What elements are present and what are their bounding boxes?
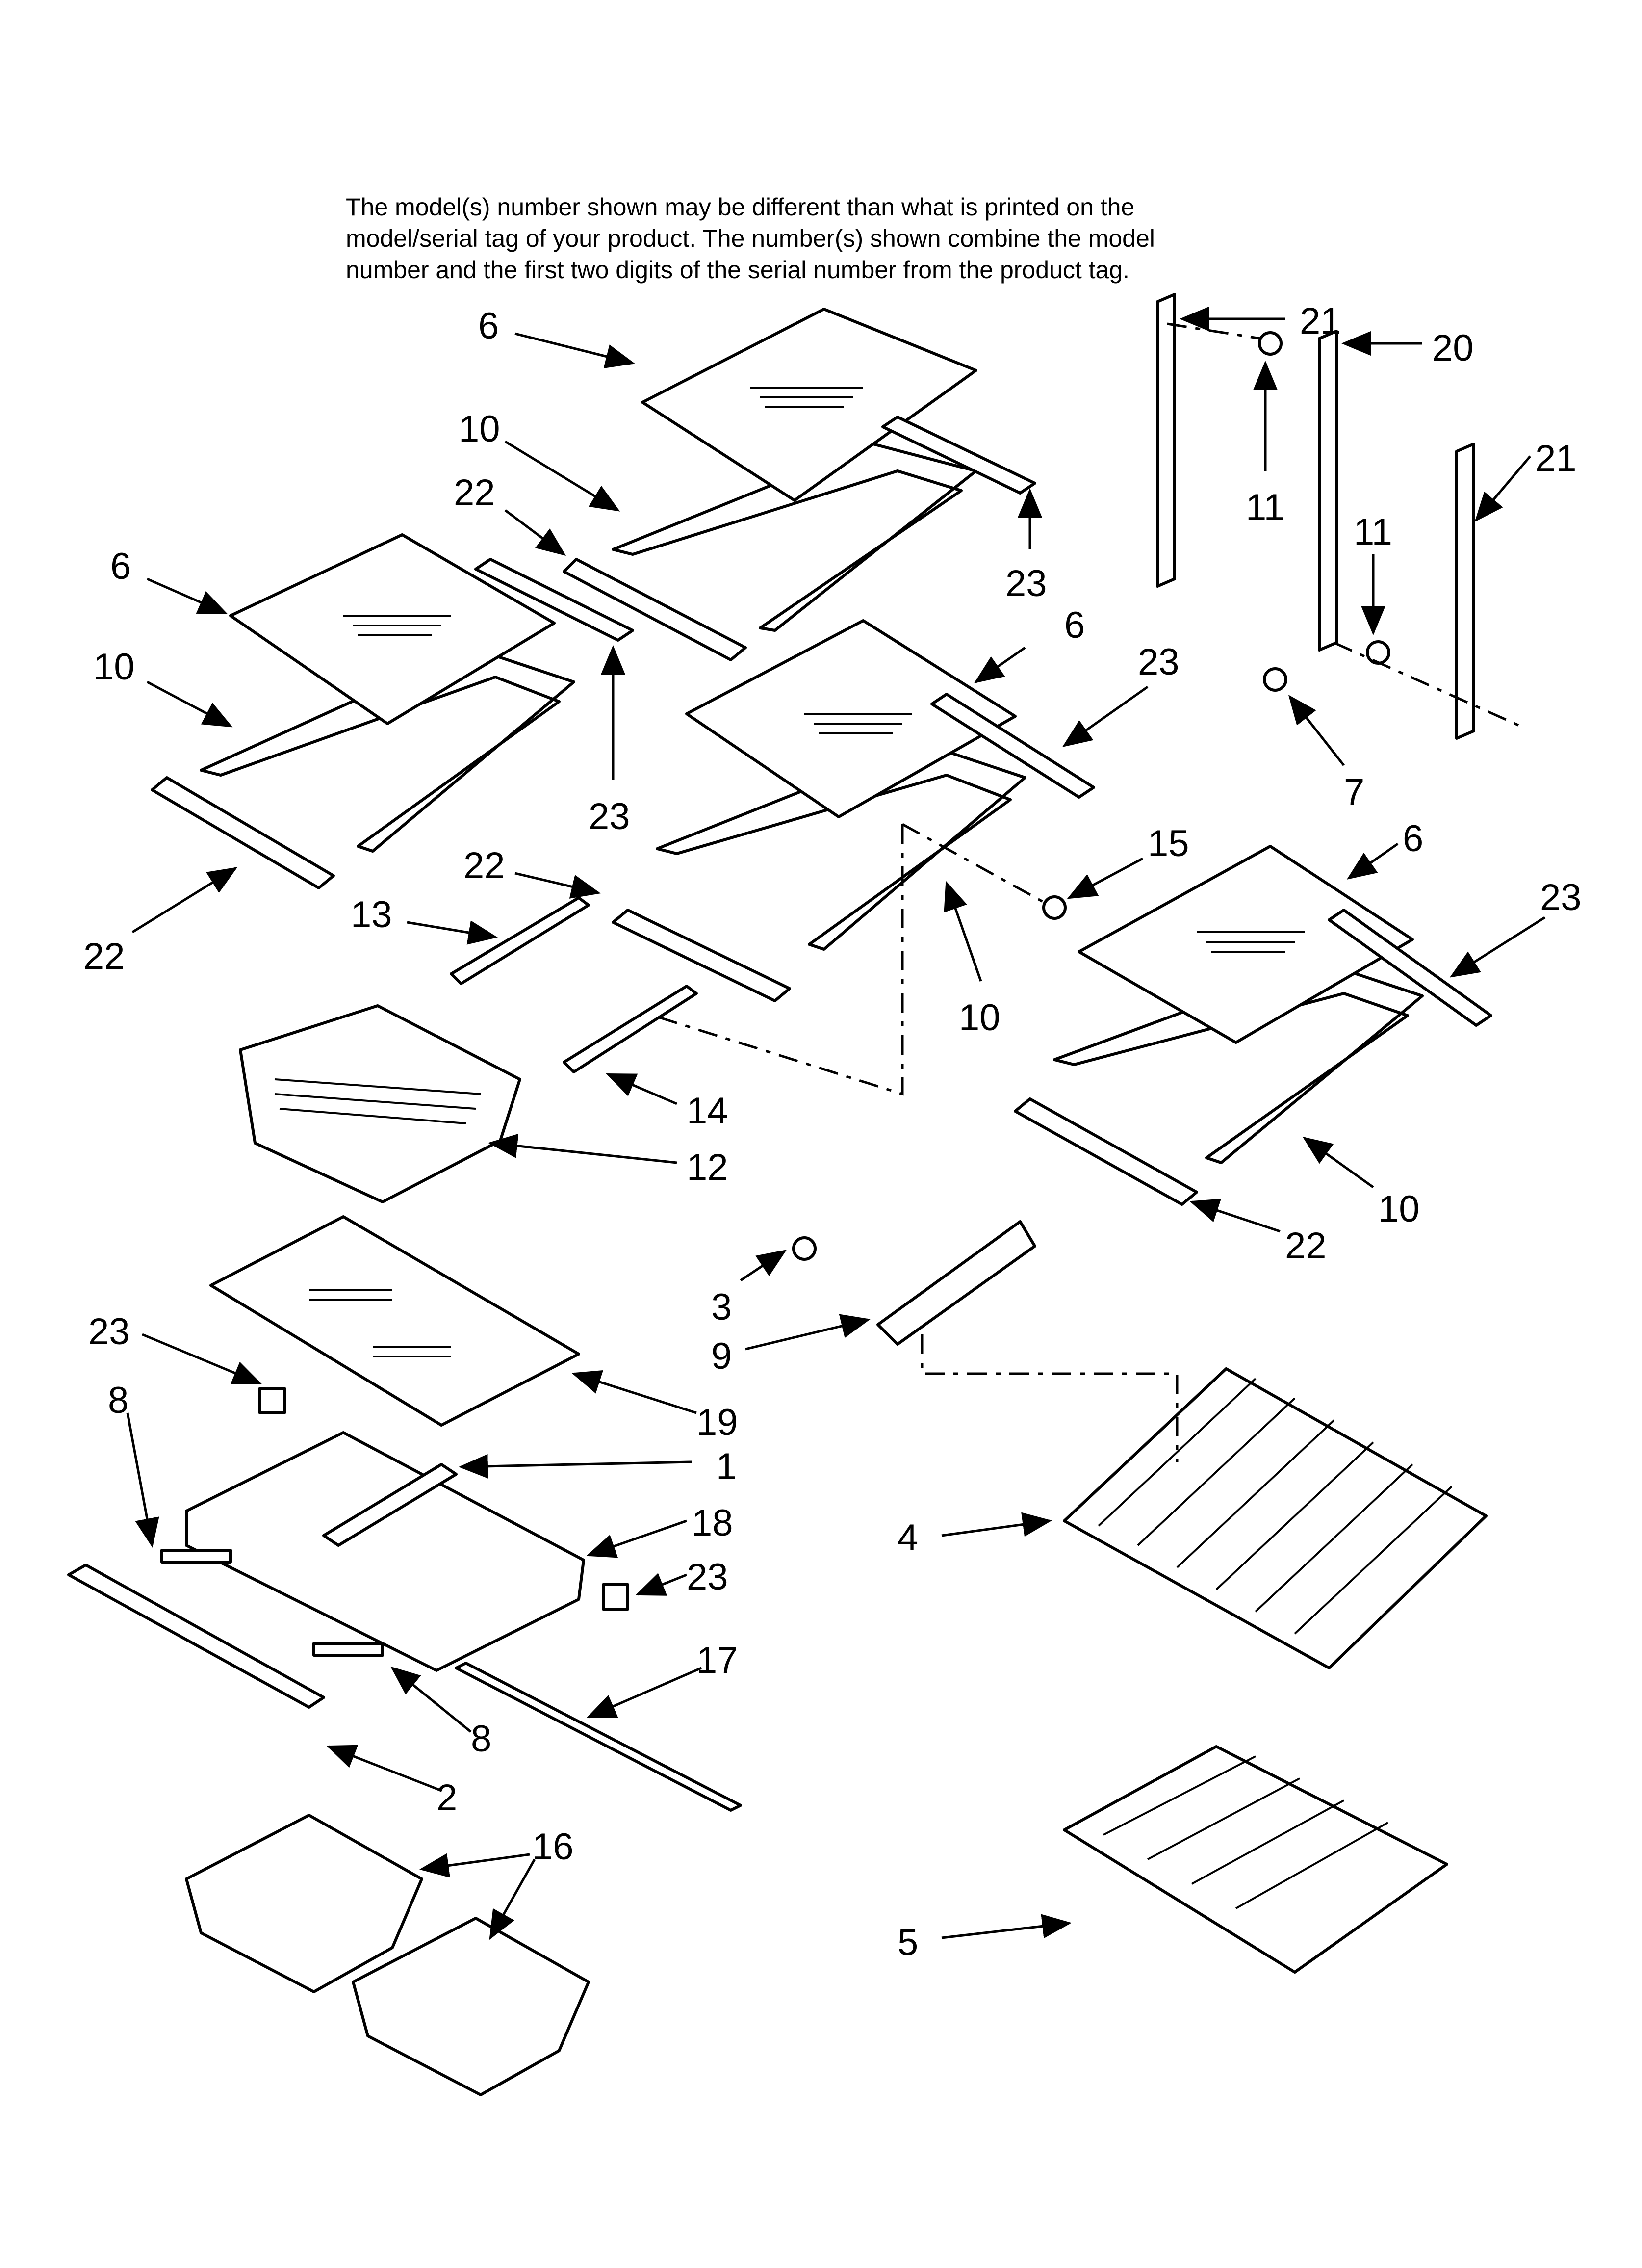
snack-pan-assembly — [239, 896, 698, 1203]
shelf-ladder-20 — [1318, 330, 1338, 652]
shelf-trim-23-left — [474, 558, 634, 642]
diagram-note: The model(s) number shown may be differe… — [346, 191, 1376, 286]
screw-7 — [1263, 667, 1287, 692]
wire-basket-5 — [1063, 1745, 1448, 1974]
label-10-left: 10 — [93, 646, 135, 688]
shelf-trim-22-right — [1014, 1097, 1198, 1206]
wire-shelf-4 — [1063, 1367, 1488, 1669]
cover-support-8-b — [312, 1642, 384, 1657]
label-20: 20 — [1432, 327, 1474, 369]
slide-14 — [563, 985, 698, 1073]
label-13: 13 — [351, 894, 392, 936]
label-11-b: 11 — [1354, 511, 1392, 553]
shelf-trim-23-right — [1328, 909, 1492, 1027]
glass-shelf-6-left — [229, 533, 556, 725]
shelf-assembly-middle — [612, 619, 1095, 1002]
shelf-assembly-left — [151, 533, 634, 889]
clip-23-b — [602, 1583, 629, 1611]
label-22-right: 22 — [1285, 1225, 1327, 1267]
label-23-top: 23 — [1005, 563, 1047, 604]
label-23-left: 23 — [589, 796, 630, 837]
leader-lines — [126, 307, 1546, 1940]
label-6-top: 6 — [478, 305, 499, 347]
label-8-b: 8 — [471, 1718, 491, 1760]
label-14: 14 — [687, 1090, 728, 1132]
label-23-mid: 23 — [1138, 641, 1180, 683]
crisper-pan-16-b — [352, 1917, 590, 2096]
callout-labels: 6 10 22 23 6 10 23 22 6 23 22 10 13 14 1… — [83, 300, 1582, 1963]
label-4: 4 — [898, 1517, 918, 1559]
label-12: 12 — [687, 1147, 728, 1188]
label-23-b: 23 — [687, 1556, 728, 1598]
label-11-a: 11 — [1246, 487, 1284, 528]
shelf-ladder-21-top — [1156, 293, 1176, 588]
label-19: 19 — [696, 1402, 738, 1443]
label-23-a: 23 — [88, 1311, 130, 1353]
glass-shelf-6-right — [1078, 845, 1414, 1044]
shelf-trim-22-top — [563, 558, 747, 661]
screw-11-b — [1366, 640, 1390, 665]
label-10-top: 10 — [459, 408, 500, 450]
shelf-ladders — [637, 293, 1521, 1261]
label-3: 3 — [711, 1286, 732, 1328]
wire-basket-assembly — [876, 1220, 1488, 1974]
cover-support-8-a — [160, 1549, 232, 1564]
shelf-trim-22-left — [151, 776, 335, 889]
screw-3 — [792, 1236, 817, 1261]
label-8-a: 8 — [108, 1380, 128, 1421]
glass-shelf-6-top — [641, 308, 977, 502]
label-6-right: 6 — [1403, 818, 1423, 860]
shelf-assembly-top — [563, 308, 1036, 661]
note-line-3: number and the first two digits of the s… — [346, 256, 1130, 284]
label-22-mid: 22 — [463, 845, 505, 886]
label-10-mid: 10 — [959, 997, 1001, 1039]
shelf-ladder-21-right — [1455, 443, 1475, 740]
label-2: 2 — [436, 1777, 457, 1819]
note-line-1: The model(s) number shown may be differe… — [346, 193, 1135, 221]
label-5: 5 — [898, 1922, 918, 1963]
slide-13 — [450, 896, 590, 985]
label-6-left: 6 — [110, 546, 131, 587]
crisper-pans — [185, 1814, 590, 2096]
shelf-trim-23-middle — [930, 693, 1095, 799]
glass-shelf-6-middle — [685, 619, 1017, 818]
crisper-cover-assembly — [67, 1215, 742, 1812]
shelf-assembly-right — [1014, 845, 1492, 1206]
label-6-mid: 6 — [1064, 604, 1085, 646]
label-21-right: 21 — [1535, 438, 1577, 479]
shelf-trim-22-middle — [612, 909, 791, 1002]
cover-frame-18 — [185, 1431, 585, 1672]
label-22-top: 22 — [454, 472, 495, 514]
label-16: 16 — [532, 1826, 574, 1868]
shelf-trim-23-top — [881, 416, 1036, 495]
label-21-top: 21 — [1300, 300, 1341, 342]
label-1: 1 — [716, 1446, 737, 1487]
label-15: 15 — [1148, 823, 1189, 864]
basket-handle-9 — [876, 1220, 1036, 1346]
label-22-left: 22 — [83, 936, 125, 977]
label-17: 17 — [696, 1640, 738, 1681]
crisper-trim-2 — [67, 1564, 325, 1709]
clip-23-a — [258, 1387, 286, 1414]
snack-pan-12 — [239, 1004, 521, 1203]
label-23-right: 23 — [1540, 877, 1582, 918]
screw-15 — [1042, 895, 1067, 920]
screw-11-a — [1258, 331, 1283, 356]
cover-support-17 — [455, 1662, 742, 1812]
label-9: 9 — [711, 1335, 732, 1377]
crisper-control-1 — [322, 1463, 458, 1547]
glass-cover-19 — [209, 1215, 580, 1427]
crisper-pan-16-a — [185, 1814, 423, 1993]
label-18: 18 — [692, 1502, 733, 1544]
label-7: 7 — [1344, 771, 1364, 813]
label-10-right: 10 — [1378, 1188, 1420, 1230]
note-line-2: model/serial tag of your product. The nu… — [346, 225, 1155, 252]
